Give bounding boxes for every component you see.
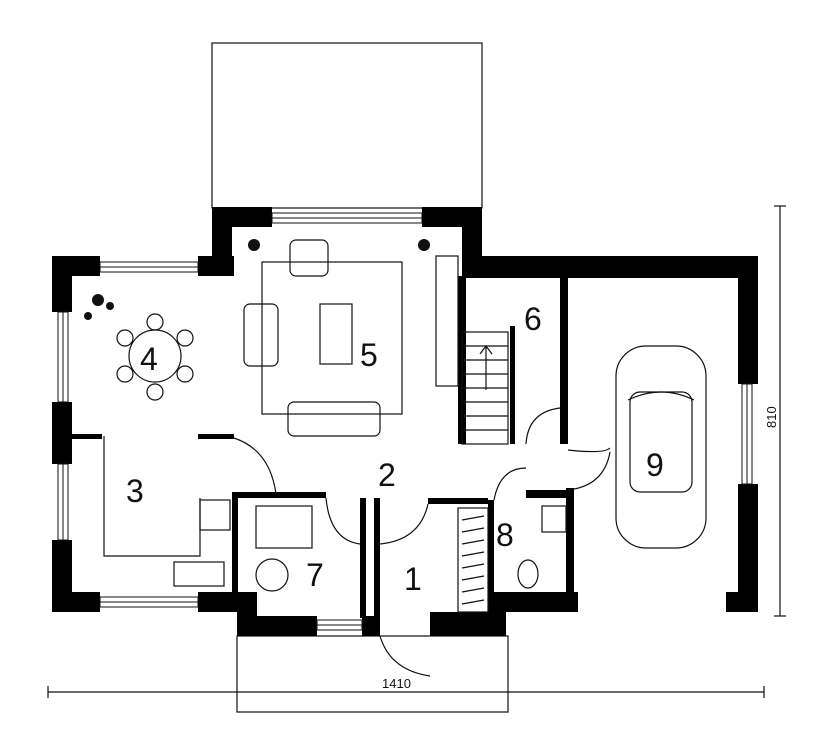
coffee-table (319, 303, 353, 365)
kitchen-counter (103, 436, 201, 557)
room-label-7: 7 (306, 557, 324, 593)
rug (261, 261, 403, 415)
dining-chair (176, 365, 194, 383)
bathtub (255, 505, 313, 549)
exterior-walls (52, 207, 758, 636)
dining-chair (116, 329, 134, 347)
stair-steps (462, 345, 508, 431)
width-dimension-label: 1410 (382, 676, 411, 691)
room-label-9: 9 (646, 447, 664, 483)
dining-chair (176, 329, 194, 347)
tv-unit (435, 255, 459, 387)
dining-chair (146, 383, 164, 401)
room-label-6: 6 (524, 301, 542, 337)
sofa (287, 401, 381, 437)
sink (173, 561, 225, 587)
dining-chair (116, 365, 134, 383)
car (615, 345, 707, 549)
door-hall (379, 503, 429, 545)
armchair-left (243, 303, 279, 367)
washbasin (541, 505, 567, 533)
entrance-porch (236, 635, 509, 713)
room-label-4: 4 (140, 341, 158, 377)
door-stairs (525, 407, 561, 445)
cooktop (199, 499, 231, 531)
room-label-8: 8 (496, 517, 514, 553)
stair-arrow (479, 345, 493, 390)
room-label-1: 1 (404, 561, 422, 597)
dining-chair (146, 313, 164, 331)
door-bath (325, 497, 361, 545)
door-garage (567, 447, 611, 491)
room-label-5: 5 (360, 337, 378, 373)
room-label-2: 2 (378, 457, 396, 493)
wardrobe (457, 507, 489, 613)
door-kitchen (233, 437, 277, 495)
depth-dimension-label: 810 (764, 406, 779, 428)
car-windshield (627, 391, 695, 401)
room-label-3: 3 (126, 473, 144, 509)
toilet (517, 559, 539, 589)
shower (255, 558, 289, 592)
door-wc (493, 467, 527, 501)
armchair-top (289, 239, 329, 277)
plant-icon (84, 239, 430, 320)
terrace (211, 42, 483, 209)
windows (57, 212, 753, 631)
wardrobe-hangers (461, 515, 485, 605)
door-entrance (379, 635, 431, 677)
